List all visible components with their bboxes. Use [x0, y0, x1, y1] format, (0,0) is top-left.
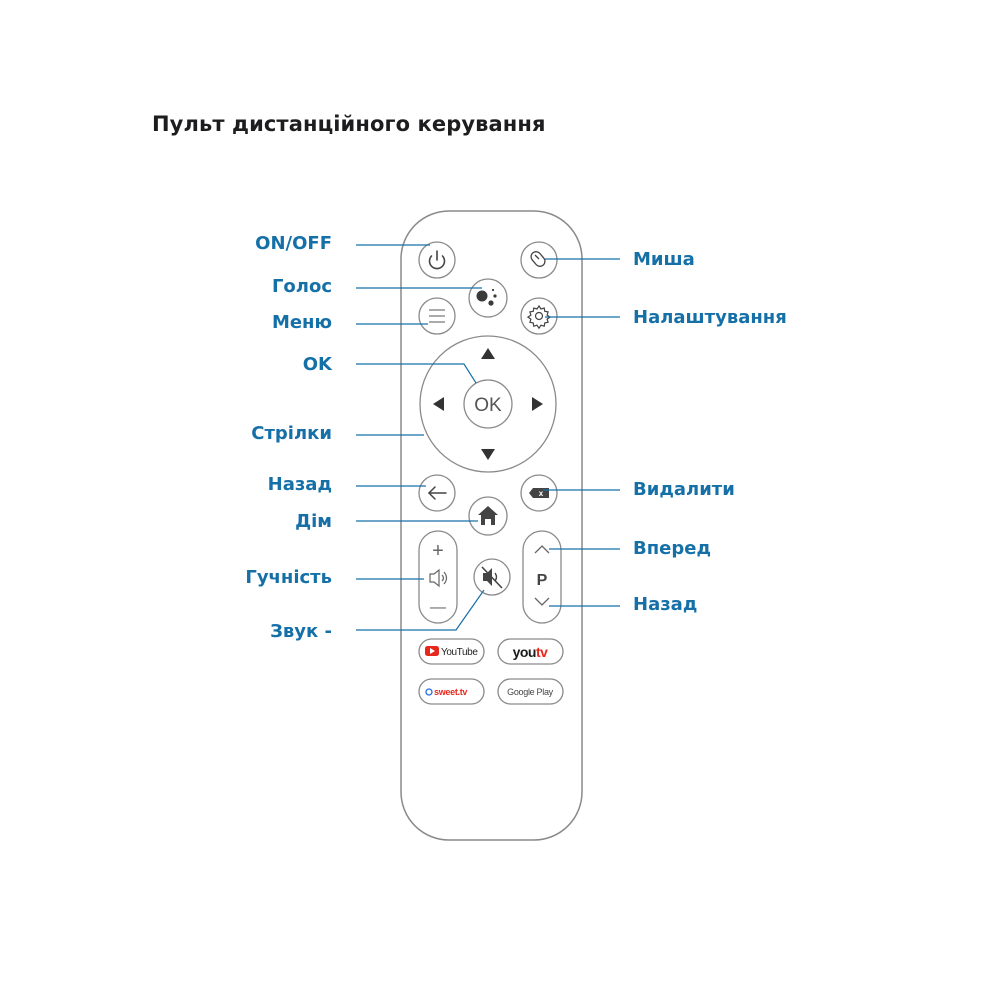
youtv-button[interactable]: youtv — [497, 638, 564, 665]
mouse-button[interactable] — [520, 241, 558, 279]
label-arrows: Стрілки — [251, 423, 332, 444]
arrow-left-icon[interactable] — [433, 397, 444, 411]
home-icon — [478, 506, 498, 525]
label-ok: OK — [302, 354, 332, 375]
sweettv-button[interactable]: sweet.tv — [418, 678, 485, 705]
volume-minus[interactable]: — — [430, 599, 446, 616]
sweettv-logo-icon — [425, 688, 433, 696]
menu-icon — [429, 309, 445, 323]
label-volume: Гучність — [245, 567, 332, 588]
page-title: Пульт дистанційного керування — [152, 112, 546, 136]
channel-p-label: P — [537, 572, 548, 589]
label-forward: Вперед — [633, 538, 711, 559]
power-icon — [428, 250, 446, 270]
ok-button[interactable]: OK — [463, 379, 513, 429]
youtube-button[interactable]: YouTube — [418, 638, 485, 665]
mute-icon — [481, 566, 503, 589]
volume-plus[interactable]: + — [432, 540, 444, 562]
channel-rocker[interactable]: P — [522, 530, 562, 624]
googleplay-label: Google Play — [507, 687, 554, 697]
label-settings: Налаштування — [633, 307, 787, 328]
chevron-up-icon[interactable] — [534, 545, 550, 554]
google-assistant-icon — [476, 288, 497, 306]
label-on-off: ON/OFF — [255, 233, 332, 254]
label-back-right: Назад — [633, 594, 698, 615]
callout-lines — [356, 244, 620, 631]
callout-line-mute — [356, 589, 485, 631]
voice-button[interactable] — [468, 278, 508, 318]
volume-rocker[interactable]: + — — [418, 530, 458, 624]
label-menu: Меню — [271, 312, 332, 333]
arrow-down-icon[interactable] — [481, 449, 495, 460]
label-back: Назад — [267, 474, 332, 495]
mute-button[interactable] — [473, 558, 511, 596]
label-mouse: Миша — [633, 249, 695, 270]
back-button[interactable] — [418, 474, 456, 512]
delete-button[interactable]: x — [520, 474, 558, 512]
youtv-you: you — [513, 644, 536, 660]
back-arrow-icon — [427, 486, 447, 500]
speaker-icon — [429, 568, 448, 588]
ok-button-label: OK — [474, 395, 502, 416]
mouse-icon — [530, 251, 546, 267]
chevron-down-icon[interactable] — [534, 597, 550, 606]
power-button[interactable] — [418, 241, 456, 279]
delete-x-label: x — [539, 489, 544, 498]
gear-icon — [526, 304, 552, 330]
youtv-tv: tv — [536, 644, 548, 660]
callout-line-ok — [356, 363, 477, 384]
arrow-right-icon[interactable] — [532, 397, 543, 411]
googleplay-button[interactable]: Google Play — [497, 678, 564, 705]
settings-button[interactable] — [520, 297, 558, 335]
menu-button[interactable] — [418, 297, 456, 335]
youtube-label: YouTube — [441, 647, 478, 658]
arrow-up-icon[interactable] — [481, 348, 495, 359]
home-button[interactable] — [468, 496, 508, 536]
sweettv-label: sweet.tv — [434, 687, 467, 697]
label-home: Дім — [295, 511, 332, 532]
label-mute: Звук - — [270, 621, 332, 642]
label-voice: Голос — [271, 276, 332, 297]
youtv-logo: youtv — [513, 644, 549, 660]
label-delete: Видалити — [633, 479, 735, 500]
